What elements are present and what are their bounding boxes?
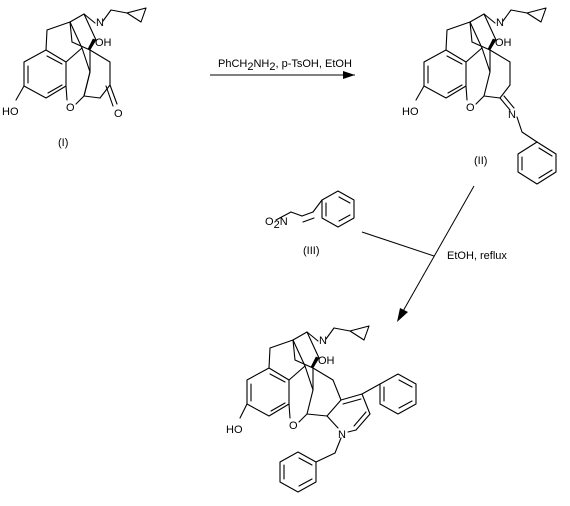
compound-II-label: (II) (474, 155, 487, 167)
product-atom-O-ring: O (289, 420, 298, 432)
compound-I-atom-HO: HO (2, 106, 19, 118)
compound-I-wedge (87, 38, 97, 51)
product-atom-HO: HO (226, 424, 243, 436)
compound-II-bonds (415, 7, 557, 185)
compound-II-atom-OH: OH (495, 37, 512, 49)
compound-I-atom-O-ketone: O (114, 108, 123, 120)
compound-II-atom-N: N (496, 17, 504, 29)
compound-I-atom-O-ring: O (66, 102, 75, 114)
compound-I-bonds (15, 7, 147, 107)
compound-III-label: (III) (303, 245, 320, 257)
compound-II-atom-O-ring: O (466, 102, 475, 114)
step2-arrows: EtOH, reflux (361, 185, 507, 322)
step1-reagents: PhCH2NH2, p-TsOH, EtOH (218, 58, 352, 73)
product-atom-N: N (319, 335, 327, 347)
product-atom-N-pyrrole: N (338, 429, 346, 441)
compound-product: N OH HO O N (226, 325, 417, 493)
compound-I-atom-N: N (96, 17, 104, 29)
compound-II-wedge (487, 38, 497, 51)
compound-I-label: (I) (58, 137, 68, 149)
compound-II-atom-HO: HO (402, 106, 419, 118)
product-bonds (239, 325, 417, 493)
compound-II-atom-N-imine: N (508, 109, 516, 121)
product-atom-OH: OH (318, 355, 335, 367)
compound-III-bonds (275, 190, 355, 228)
compound-I: N OH HO O O (I) (2, 7, 147, 149)
product-wedge (310, 356, 320, 369)
step2-conditions: EtOH, reflux (447, 250, 507, 262)
compound-III-atom-O: O2N (265, 216, 288, 231)
step1-arrow: PhCH2NH2, p-TsOH, EtOH (210, 58, 355, 79)
compound-I-atom-OH: OH (95, 37, 112, 49)
compound-III: O2N (III) (265, 190, 355, 257)
compound-II: N OH HO O N (II) (402, 7, 557, 185)
